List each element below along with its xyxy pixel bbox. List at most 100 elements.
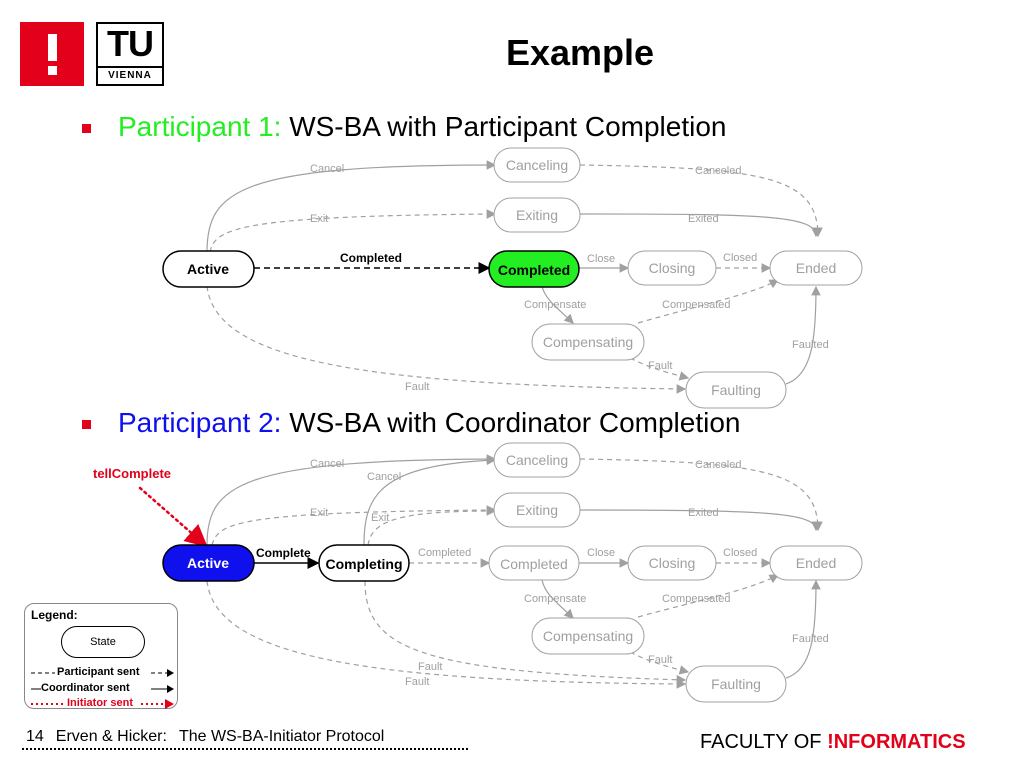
state-canceling — [493, 147, 581, 183]
participant1-heading: Participant 1: WS-BA with Participant Co… — [118, 111, 726, 143]
label-close: Close — [587, 253, 615, 265]
state-active — [162, 250, 255, 288]
edge-faulted — [785, 285, 821, 385]
label-canceled-2: Canceled — [695, 459, 741, 471]
footer-faculty: FACULTY OF — [700, 731, 822, 753]
label-exit-2: Exit — [310, 507, 328, 519]
edge-canceled-2 — [579, 458, 823, 532]
state-completed-2 — [488, 545, 580, 581]
footer-right: FACULTY OF !NFORMATICS — [700, 731, 966, 754]
state-active-2-label: Active — [187, 555, 229, 571]
state-ended-2 — [769, 545, 863, 581]
legend-initiator-label: Initiator sent — [67, 697, 134, 709]
label-exited: Exited — [688, 213, 719, 225]
edge-compensated-2 — [637, 574, 780, 618]
label-fault-comp: Fault — [648, 360, 672, 372]
state-completed-2-label: Completed — [500, 556, 568, 572]
state-compensating — [531, 323, 645, 361]
label-compensate-2: Compensate — [524, 593, 586, 605]
state-exiting-2-label: Exiting — [516, 502, 558, 518]
state-closing-label: Closing — [649, 260, 696, 276]
bullet-icon — [82, 420, 91, 429]
label-cancel-2: Cancel — [310, 458, 344, 470]
state-active-2 — [162, 544, 255, 582]
tu-vienna-logo: TU VIENNA — [96, 22, 164, 86]
edge-exited — [579, 213, 821, 238]
page-number: 14 — [26, 728, 44, 745]
state-compensating-2 — [531, 617, 645, 655]
label-completed-2: Completed — [418, 547, 471, 559]
state-canceling-2 — [493, 442, 581, 478]
label-cancel-completing: Cancel — [367, 471, 401, 483]
edge-exit-2 — [211, 505, 497, 546]
label-compensate: Compensate — [524, 299, 586, 311]
edge-fault — [206, 285, 687, 394]
label-completed-1: Completed — [340, 251, 402, 265]
label-fault-comp-2: Fault — [648, 654, 672, 666]
edge-canceled — [579, 164, 823, 238]
diagram-2 — [206, 454, 823, 689]
label-fault-2: Fault — [405, 676, 429, 688]
legend-title: Legend: — [31, 608, 78, 622]
logo-tu-text: TU — [107, 23, 154, 64]
diagram-1-states: Active Canceling Exiting Completed Closi… — [162, 147, 863, 409]
state-compensating-2-label: Compensating — [543, 628, 633, 644]
edge-compensate — [541, 285, 574, 324]
edge-exit-completing — [367, 506, 497, 546]
edge-compensate-2 — [541, 579, 574, 619]
state-faulting — [685, 371, 787, 409]
page-title: Example — [505, 32, 655, 73]
legend: Legend: State Participant sent Coordinat… — [24, 603, 178, 709]
state-ended-2-label: Ended — [796, 555, 836, 571]
participant1-label: Participant 1: — [118, 111, 282, 142]
state-active-label: Active — [187, 261, 229, 277]
label-exit-completing: Exit — [371, 512, 389, 524]
edge-exited-2 — [579, 509, 821, 532]
label-closed-2: Closed — [723, 547, 757, 559]
label-fault-completing: Fault — [418, 661, 442, 673]
label-tellcomplete: tellComplete — [93, 466, 171, 481]
state-completed-label: Completed — [498, 262, 570, 278]
edge-fault-comp-2 — [629, 651, 690, 675]
state-exiting — [493, 197, 581, 233]
edge-cancel-completing — [363, 455, 497, 546]
participant2-heading: Participant 2: WS-BA with Coordinator Co… — [118, 407, 741, 439]
state-ended — [769, 250, 863, 286]
participant1-text: WS-BA with Participant Completion — [281, 111, 727, 142]
state-exiting-label: Exiting — [516, 207, 558, 223]
edge-fault-comp — [629, 357, 690, 381]
edge-faulted-2 — [785, 579, 821, 679]
participant2-text: WS-BA with Coordinator Completion — [281, 407, 741, 438]
legend-state: State — [61, 626, 145, 658]
edge-tellcomplete — [138, 486, 208, 548]
label-exit: Exit — [310, 213, 328, 225]
label-closed: Closed — [723, 252, 757, 264]
legend-coordinator-label: Coordinator sent — [41, 682, 130, 694]
state-closing-2 — [627, 545, 717, 581]
footer-divider — [22, 748, 468, 750]
label-cancel: Cancel — [310, 163, 344, 175]
exclamation-logo-icon — [20, 22, 84, 86]
legend-initiator-line — [31, 699, 174, 709]
logo-vienna-text: VIENNA — [98, 66, 162, 81]
edge-fault-completing — [364, 580, 687, 685]
state-closing-2-label: Closing — [649, 555, 696, 571]
state-compensating-label: Compensating — [543, 334, 633, 350]
state-faulting-2-label: Faulting — [711, 676, 761, 692]
label-canceled: Canceled — [695, 165, 741, 177]
edge-compensated — [637, 279, 780, 324]
label-compensated-2: Compensated — [662, 593, 731, 605]
state-exiting-2 — [493, 492, 581, 528]
edge-fault-2 — [206, 580, 687, 689]
state-canceling-2-label: Canceling — [506, 452, 568, 468]
state-ended-label: Ended — [796, 260, 836, 276]
diagram-2-states: Active Completing Canceling Exiting Comp… — [162, 442, 863, 703]
state-canceling-label: Canceling — [506, 157, 568, 173]
footer-topic: The WS-BA-Initiator Protocol — [178, 728, 385, 745]
edge-exit — [209, 209, 497, 253]
label-complete: Complete — [256, 546, 311, 560]
state-closing — [627, 250, 717, 286]
state-faulting-2 — [685, 665, 787, 703]
